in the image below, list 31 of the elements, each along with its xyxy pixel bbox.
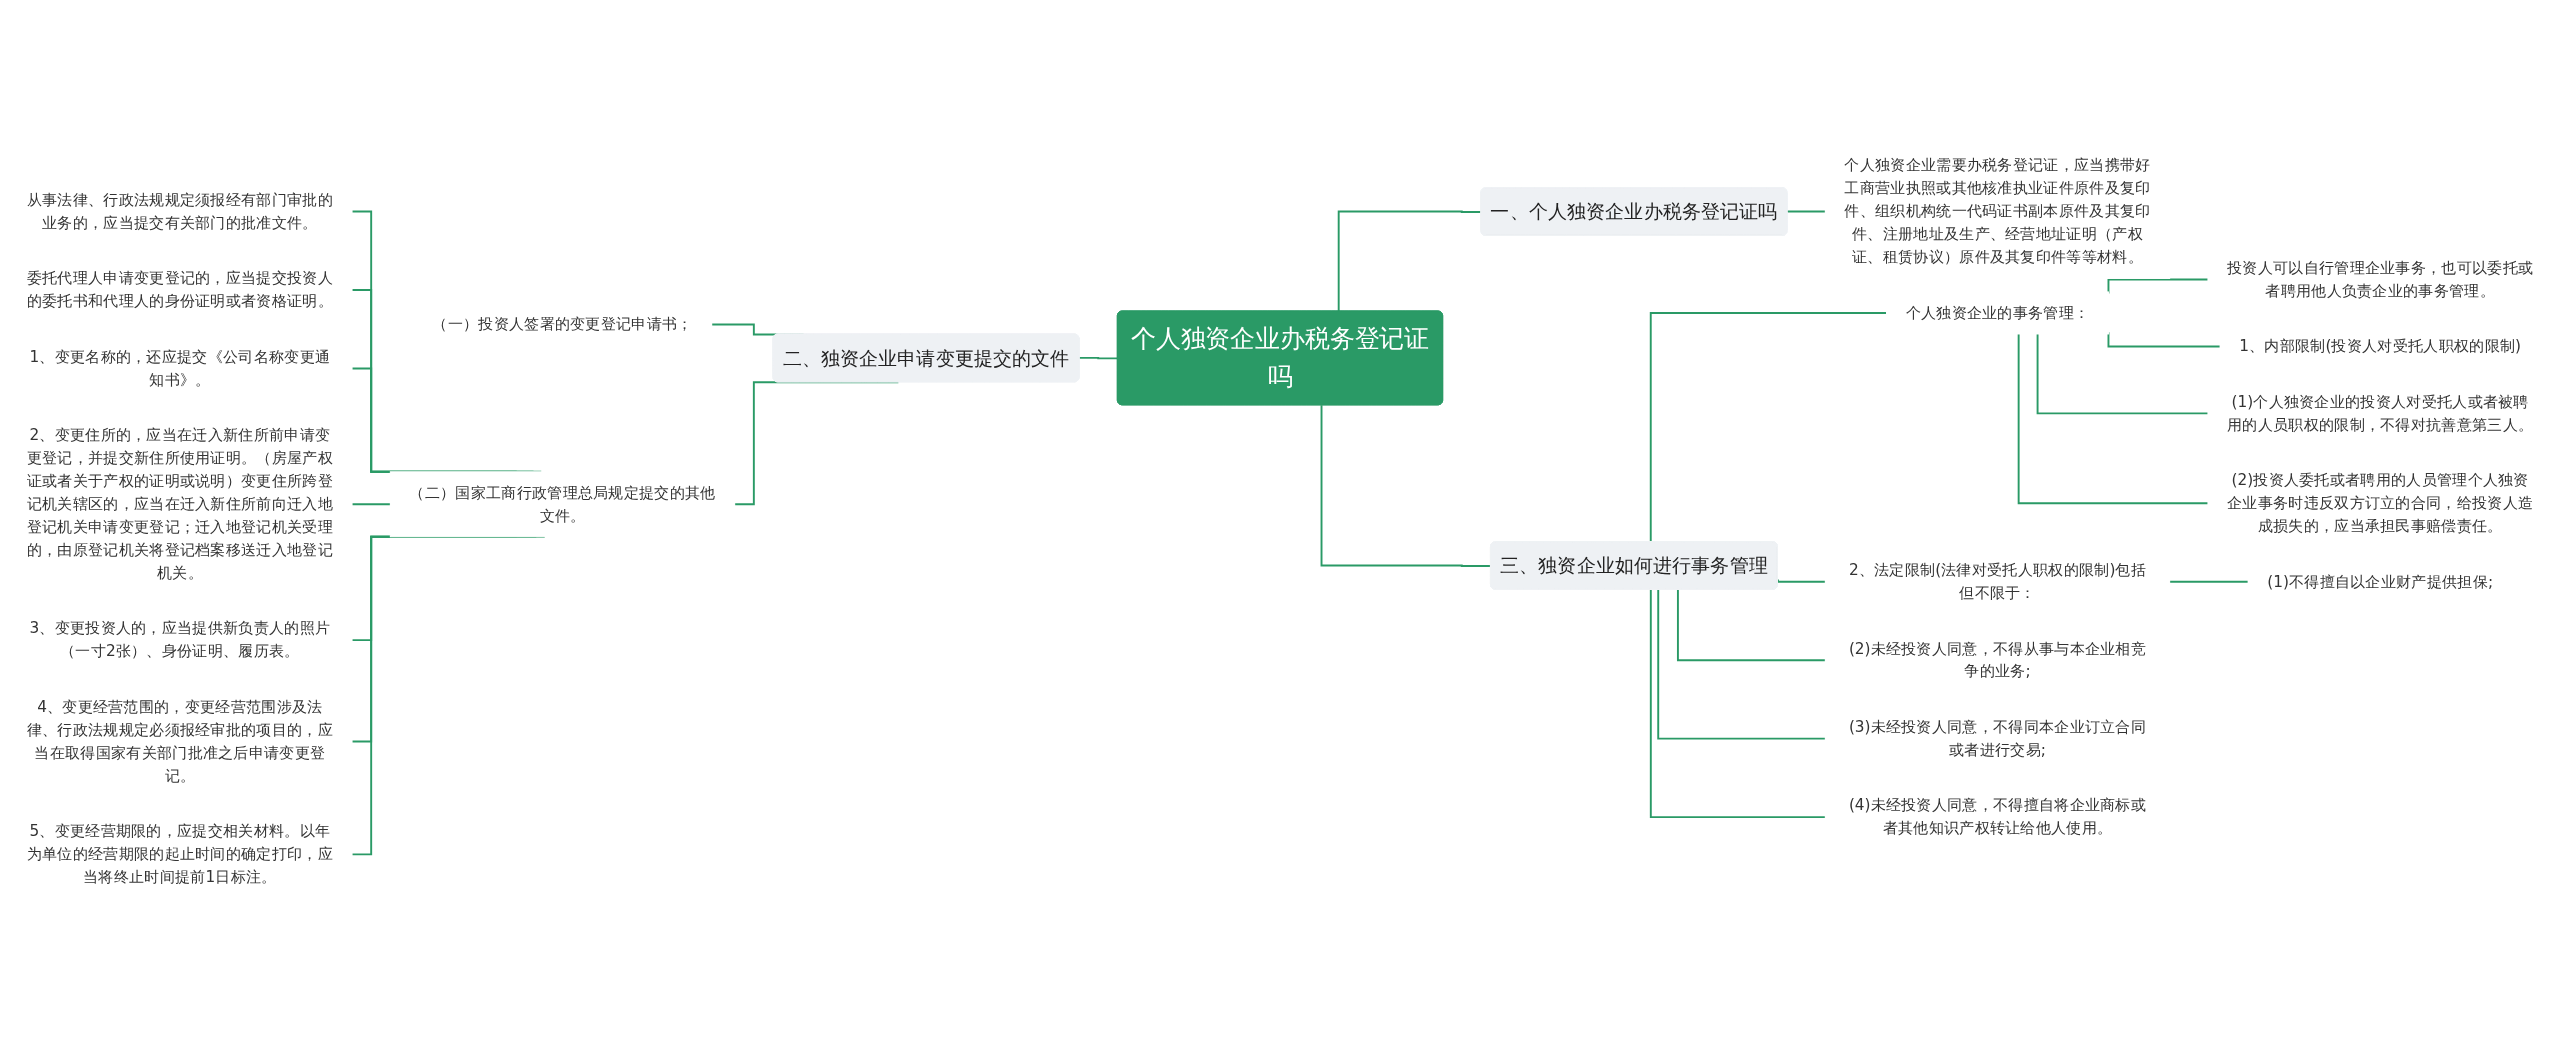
node-text: (1)不得擅自以企业财产提供担保; — [2267, 572, 2494, 591]
connector — [733, 381, 900, 506]
node-text: 投资人可以自行管理企业事务，也可以委托或者聘用他人负责企业的事务管理。 — [2227, 258, 2534, 300]
node-text: (2)投资人委托或者聘用的人员管理个人独资企业事务时违反双方订立的合同，给投资人造成损失的，应当承担民事赔偿责任。 — [2227, 470, 2534, 535]
node-text: 2、变更住所的，应当在迁入新住所前申请变更登记，并提交新住所使用证明。（房屋产权证或者关于产权的证明或说明）变更住所跨登记机关辖区的，应当在迁入新住所前向迁入地登记机关申请变更登记；迁入地登记机关受理的，由原登记机关将登记档案移送迁入地登记机关。 — [26, 425, 333, 582]
connector — [2017, 333, 2209, 505]
node-text: 1、内部限制(投资人对受托人职权的限制) — [2239, 336, 2522, 356]
connector — [1649, 588, 1827, 819]
connector — [1786, 210, 1827, 213]
connector — [1320, 404, 1492, 567]
node-text: 委托代理人申请变更登记的，应当提交投资人的委托书和代理人的身份证明或者资格证明。 — [26, 268, 333, 311]
node-text: 从事法律、行政法规规定须报经有部门审批的业务的，应当提交有关部门的批准文件。 — [26, 190, 333, 232]
connector — [351, 503, 392, 506]
node-text: (1)个人独资企业的投资人对受托人或者被聘用的人员职权的限制，不得对抗善意第三人。 — [2227, 392, 2534, 434]
node-text: 个人独资企业需要办税务登记证，应当携带好工商营业执照或其他核准执业证件原件及复印件、组织机构统一代码证书副本原件及其复印件、注册地址及生产、经营地址证明（产权证、租赁协议）原件及其复印件等等材料。 — [1844, 156, 2151, 267]
node-text: 3、变更投资人的，应当提供新负责人的照片（一寸2张）、身份证明、履历表。 — [29, 619, 331, 661]
connector — [1078, 356, 1119, 360]
node-text: (3)未经投资人同意，不得同本企业订立合同或者进行交易; — [1848, 717, 2147, 759]
node-text: 5、变更经营期限的，应提交相关材料。以年为单位的经营期限的起止时间的确定打印，应当将终止时间提前1日标注。 — [26, 821, 333, 886]
connector — [1657, 588, 1827, 740]
node-text: (4)未经投资人同意，不得擅自将企业商标或者其他知识产权转让给他人使用。 — [1848, 796, 2147, 838]
node-text: 1、变更名称的，还应提交《公司名称变更通知书》。 — [29, 347, 331, 389]
node-text: 个人独资企业的事务管理： — [1905, 303, 2090, 322]
node-text: (2)未经投资人同意，不得从事与本企业相竞争的业务; — [1848, 639, 2147, 681]
connector — [2036, 333, 2209, 415]
node-text: 4、变更经营范围的，变更经营范围涉及法律、行政法规规定必须报经审批的项目的，应当在取得国家有关部门批准之后申请变更登记。 — [26, 697, 333, 785]
connector — [1676, 588, 1827, 662]
connector — [2168, 580, 2250, 583]
node-text: 2、法定限制(法律对受托人职权的限制)包括但不限于： — [1848, 560, 2147, 602]
connector — [1777, 578, 1827, 583]
node-text: （一）投资人签署的变更登记申请书； — [432, 314, 693, 334]
